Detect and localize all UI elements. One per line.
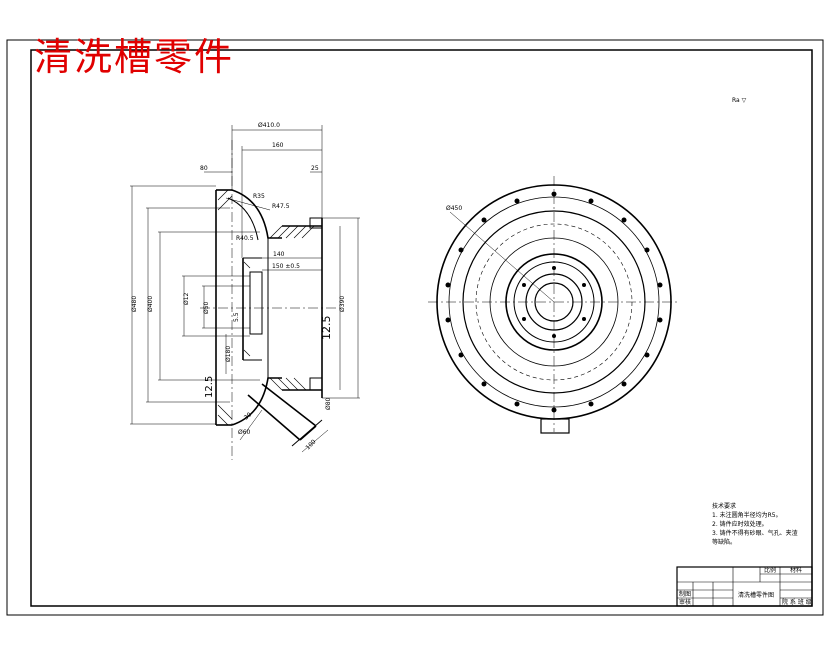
tech-note-3: 3. 铸件不得有砂眼、气孔、夹渣 bbox=[712, 530, 798, 537]
bolt-holes-outer bbox=[445, 191, 663, 413]
outer-border bbox=[6, 39, 824, 616]
title-block-scale: 比例 bbox=[764, 566, 776, 574]
dim-2-5: 12.5 bbox=[204, 376, 215, 398]
dim-d80: Ø80 bbox=[325, 397, 332, 410]
dim-160: 160 bbox=[272, 142, 284, 149]
dim-140: 140 bbox=[273, 251, 285, 258]
dim-150: 150 ±0.5 bbox=[272, 263, 300, 270]
section-dimension-labels: Ø410.0 160 80 25 R35 R47.5 R40.5 140 150… bbox=[131, 122, 346, 451]
section-view bbox=[130, 125, 360, 460]
dim-d12: Ø12 bbox=[183, 292, 190, 305]
dim-d450: Ø450 bbox=[446, 205, 462, 212]
title-block-school: 院 系 班 级 bbox=[782, 598, 812, 606]
dim-d60: Ø60 bbox=[238, 429, 251, 436]
plan-view bbox=[428, 176, 680, 434]
title-block bbox=[676, 566, 813, 607]
title-block-checked: 审核 bbox=[679, 598, 691, 606]
tech-note-1: 1. 未注圆角半径均为R5。 bbox=[712, 512, 782, 519]
dim-80: 80 bbox=[200, 165, 208, 172]
page-title: 清洗槽零件 bbox=[34, 35, 235, 79]
tech-notes-heading: 技术要求 bbox=[712, 503, 737, 510]
inner-frame bbox=[30, 49, 813, 607]
tech-note-2: 2. 铸件应时效处理。 bbox=[712, 521, 768, 528]
dim-d180: Ø180 bbox=[225, 346, 232, 362]
title-block-drawn: 制图 bbox=[679, 590, 691, 598]
dim-top-diameter: Ø410.0 bbox=[258, 122, 280, 129]
dim-r40: R40.5 bbox=[236, 235, 254, 242]
tech-note-4: 等缺陷。 bbox=[712, 539, 737, 546]
bolt-holes-inner bbox=[522, 266, 586, 338]
dim-d390: Ø390 bbox=[339, 296, 346, 312]
dim-d400: Ø400 bbox=[147, 296, 154, 312]
technical-requirements: 技术要求 1. 未注圆角半径均为R5。 2. 铸件应时效处理。 3. 铸件不得有… bbox=[712, 502, 798, 547]
roughness-symbol: Ra ▽ bbox=[732, 97, 747, 104]
title-block-material: 材料 bbox=[790, 566, 802, 574]
dim-12-5: 12.5 bbox=[320, 316, 333, 341]
dim-25: 25 bbox=[311, 165, 319, 172]
title-block-drawing-name: 清洗槽零件图 bbox=[738, 591, 774, 599]
dim-d480: Ø480 bbox=[131, 296, 138, 312]
dim-r35: R35 bbox=[253, 193, 265, 200]
dim-30: 30 bbox=[243, 411, 253, 421]
dim-5-5: 5.5 bbox=[233, 312, 240, 322]
dim-d50: Ø50 bbox=[203, 301, 210, 314]
dim-r47: R47.5 bbox=[272, 203, 290, 210]
